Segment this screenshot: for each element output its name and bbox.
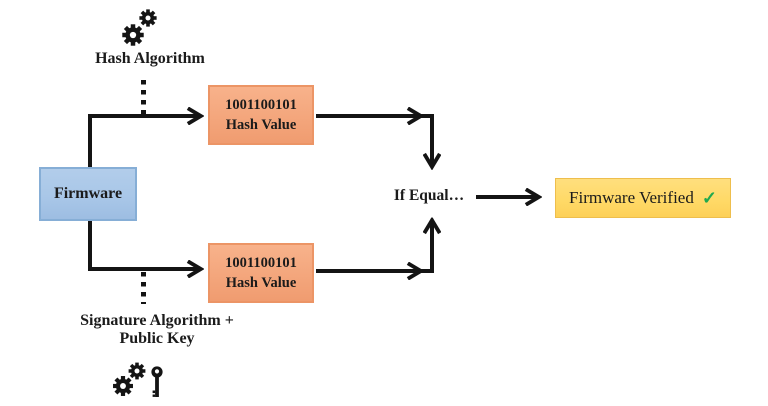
- firmware-node-label: Firmware: [53, 185, 123, 202]
- hash-value-node-bottom: 1001100101 Hash Value: [208, 243, 314, 303]
- hash-value-node-top: 1001100101 Hash Value: [208, 85, 314, 145]
- gears-and-key-icon: [113, 362, 163, 397]
- signature-algorithm-line1: Signature Algorithm +: [80, 312, 234, 329]
- arrow-down-to-if-equal: [420, 114, 432, 166]
- signature-algorithm-line2: Public Key: [119, 329, 195, 347]
- hash-caption-top: Hash Value: [225, 117, 297, 133]
- hash-caption-bottom: Hash Value: [225, 275, 297, 291]
- hash-algorithm-label: Hash Algorithm: [95, 50, 205, 67]
- arrow-up-to-if-equal: [420, 221, 432, 273]
- firmware-verified-node: Firmware Verified ✓: [555, 178, 731, 218]
- firmware-verified-label: Firmware Verified: [569, 188, 694, 207]
- arrow-firmware-to-bottom-hash: [88, 221, 200, 269]
- arrow-firmware-to-top-hash: [88, 116, 200, 167]
- hash-bits-top: 1001100101: [225, 97, 297, 113]
- hash-bits-bottom: 1001100101: [225, 255, 297, 271]
- if-equal-label: If Equal…: [393, 187, 465, 204]
- key-icon: [151, 366, 163, 397]
- firmware-node: Firmware: [39, 167, 137, 221]
- signature-algorithm-label: Signature Algorithm + Public Key: [47, 312, 267, 347]
- checkmark-icon: ✓: [701, 188, 717, 208]
- gears-icon: [122, 9, 157, 46]
